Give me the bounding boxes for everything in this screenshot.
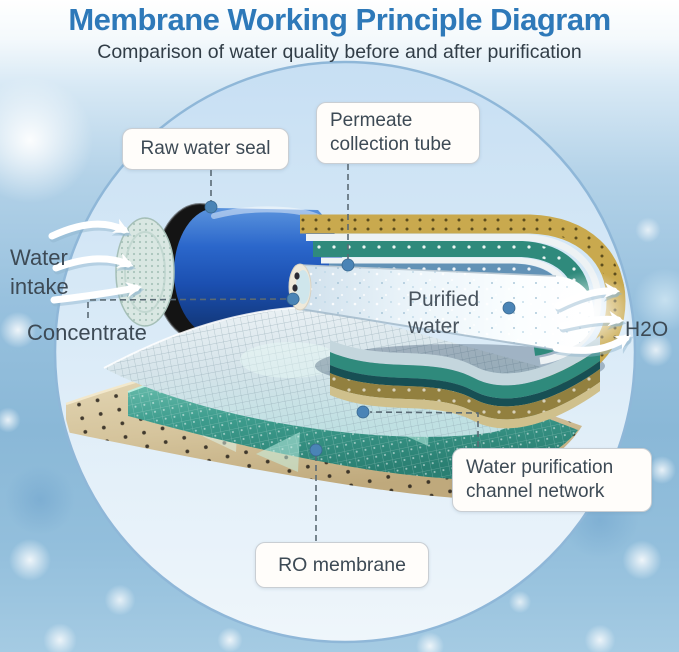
page-subtitle: Comparison of water quality before and a… bbox=[97, 41, 582, 63]
purified-water-out-arrows bbox=[552, 282, 634, 357]
callout-connectors bbox=[87, 164, 479, 541]
flow-arrow-on-teal-sheet bbox=[256, 408, 430, 472]
purified-water-label: Purified water bbox=[408, 288, 480, 339]
connector-concentrate bbox=[87, 298, 288, 318]
ro-membrane-label: RO membrane bbox=[255, 542, 429, 588]
connector-channel-network bbox=[369, 411, 479, 447]
permeate-collection-tube-label: Permeate collection tube bbox=[316, 102, 480, 164]
water-intake-arrows bbox=[48, 218, 145, 307]
roll-bottom-wavy-layers bbox=[330, 336, 600, 429]
water-purification-channel-network-label: Water purification channel network bbox=[452, 448, 652, 512]
raw-water-seal-label: Raw water seal bbox=[122, 128, 289, 170]
page-title: Membrane Working Principle Diagram bbox=[68, 2, 611, 37]
h2o-label: H2O bbox=[625, 318, 669, 341]
water-intake-label: Water intake bbox=[10, 245, 69, 299]
connector-anchor-dots bbox=[204, 200, 516, 457]
concentrate-label: Concentrate bbox=[27, 320, 147, 345]
